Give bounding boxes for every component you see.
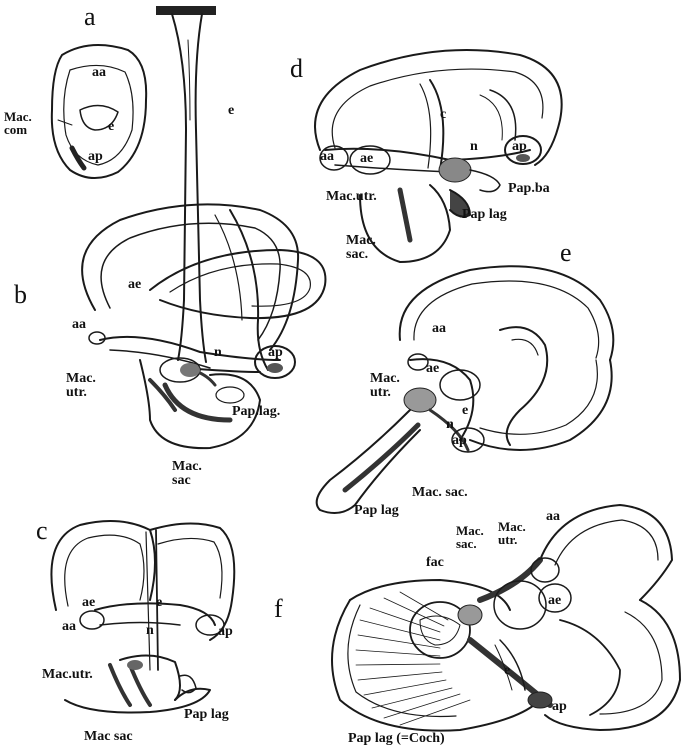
label-d-c: c [440,108,446,122]
label-b-ap: ap [268,346,283,360]
label-d-ap: ap [512,140,527,154]
label-d-n: n [470,140,478,154]
label-e-e: e [462,404,468,418]
label-f-pap-lag-coch: Pap lag (=Coch) [348,732,445,746]
label-f-mac-utr-2: utr. [498,533,526,546]
label-c-mac-sac: Mac sac [84,730,133,744]
label-b-n: n [214,346,222,360]
label-c-mac-utr: Mac.utr. [42,668,93,682]
panel-d-letter: d [290,56,303,82]
label-f-fac: fac [426,556,444,570]
panel-c-letter: c [36,518,48,544]
label-f-mac-sac: Mac. sac. [456,524,484,550]
label-b-mac-sac: Mac. sac [172,460,202,488]
panel-b-drawing [82,6,325,448]
label-f-mac-sac-2: sac. [456,537,484,550]
label-b-mac-utr-2: utr. [66,386,96,400]
label-c-aa: aa [62,620,76,634]
label-d-pap-lag: Pap lag [462,208,507,222]
label-c-ap: ap [218,625,233,639]
label-a-ap: ap [88,150,103,164]
label-f-ae: ae [548,594,561,608]
label-a-aa: aa [92,66,106,80]
label-b-e: e [228,104,234,118]
label-b-aa: aa [72,318,86,332]
label-d-pap-ba: Pap.ba [508,182,550,196]
panel-d-drawing [315,50,562,262]
label-f-e: e [504,664,510,678]
label-e-mac-utr-1: Mac. [370,372,400,386]
label-b-mac-utr: Mac. utr. [66,372,96,400]
label-e-ap: ap [452,434,467,448]
panel-b-letter: b [14,282,27,308]
panel-e-drawing [317,266,614,513]
label-a-mac-com: Mac. com [4,110,32,136]
label-e-mac-sac: Mac. sac. [412,486,468,500]
panel-f-letter: f [274,596,283,622]
label-d-mac-sac: Mac. sac. [346,234,376,262]
label-d-mac-sac-1: Mac. [346,234,376,248]
label-c-e: e [156,596,162,610]
label-c-n: n [146,624,154,638]
label-b-mac-utr-1: Mac. [66,372,96,386]
label-b-mac-sac-2: sac [172,474,202,488]
label-b-ae: ae [128,278,141,292]
panel-a-letter: a [84,4,96,30]
label-a-e: e [108,120,114,134]
label-a-mac-com-2: com [4,123,32,136]
label-e-pap-lag: Pap lag [354,504,399,518]
label-e-n: n [446,418,454,432]
label-b-pap-lag: Pap.lag. [232,405,280,419]
label-f-aa: aa [546,510,560,524]
label-e-ae: ae [426,362,439,376]
label-b-mac-sac-1: Mac. [172,460,202,474]
label-e-aa: aa [432,322,446,336]
label-d-mac-sac-2: sac. [346,248,376,262]
label-d-aa: aa [320,150,334,164]
label-d-mac-utr: Mac.utr. [326,190,377,204]
label-e-mac-utr: Mac. utr. [370,372,400,400]
label-f-ap: ap [552,700,567,714]
panel-c-drawing [51,521,234,713]
label-c-ae: ae [82,596,95,610]
label-f-mac-utr: Mac. utr. [498,520,526,546]
label-e-mac-utr-2: utr. [370,386,400,400]
label-c-pap-lag: Pap lag [184,708,229,722]
label-d-ae: ae [360,152,373,166]
panel-e-letter: e [560,240,572,266]
